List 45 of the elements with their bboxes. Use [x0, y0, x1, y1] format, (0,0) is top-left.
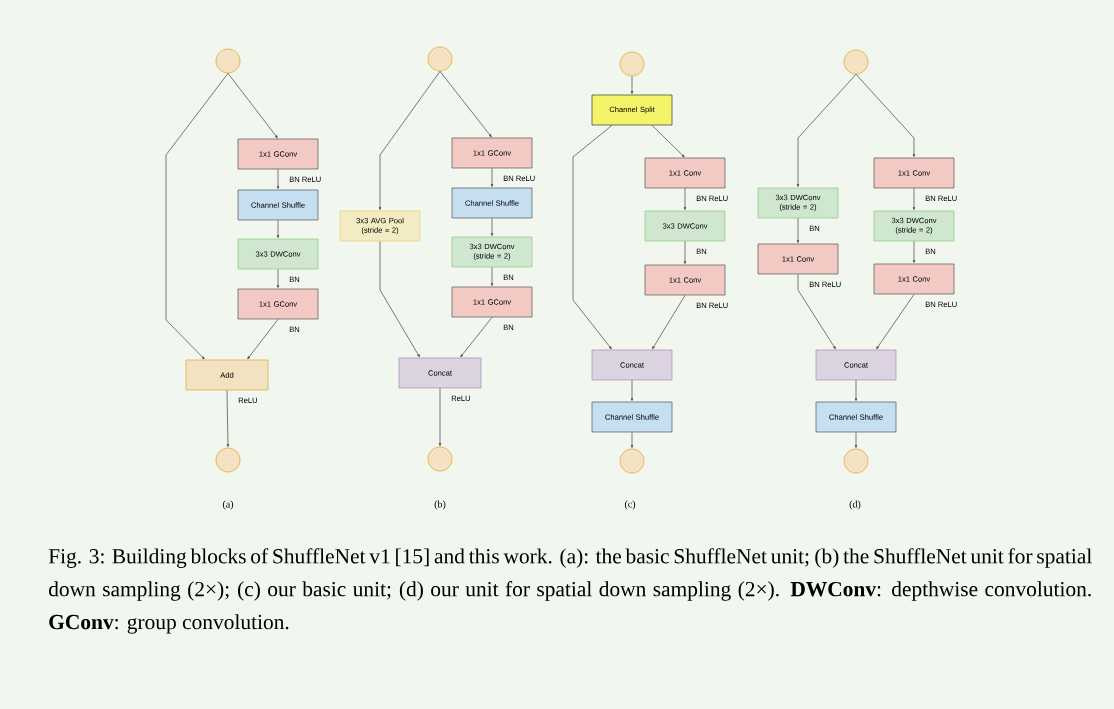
arrow	[854, 432, 858, 448]
circle-node	[427, 46, 453, 72]
caption: Fig. 3: Building blocks of ShuffleNet v1 [15] and this work. (a): the basic ShuffleNet unit; (b) the ShuffleNet unit for spatial down sampling (2×); (c) our basic unit; (d) our unit for spatial down sampling (2×). DWConv: depthwise convolution. GConv: group convolution.	[48, 548, 1092, 634]
panel-label: (b)	[434, 500, 446, 510]
arrow	[855, 74, 916, 157]
arrow	[439, 71, 492, 138]
arrow	[630, 76, 634, 94]
arrow	[490, 218, 494, 236]
arrow	[227, 73, 278, 139]
arrow	[854, 380, 858, 401]
arrow	[572, 125, 613, 350]
circle-node	[427, 446, 453, 472]
circle-node	[619, 51, 645, 77]
arrow	[683, 241, 687, 264]
arrow	[460, 317, 493, 358]
circle-node	[215, 48, 241, 74]
arrow	[276, 269, 280, 288]
arrow	[683, 188, 687, 210]
circle-node	[619, 448, 645, 474]
circle-node	[215, 447, 241, 473]
arrow	[651, 125, 685, 158]
arrow	[630, 432, 634, 448]
arrow	[276, 220, 280, 238]
arrow	[796, 74, 857, 187]
arrow	[876, 294, 915, 350]
arrow	[912, 188, 916, 210]
arrow	[652, 295, 686, 350]
arrow	[226, 390, 230, 447]
arrow	[797, 274, 836, 350]
panel-label: (c)	[624, 500, 636, 510]
arrow	[796, 218, 800, 243]
arrow	[165, 73, 229, 360]
arrow	[276, 169, 280, 189]
circle-node	[843, 448, 869, 474]
panel-label: (a)	[222, 500, 234, 510]
arrow	[912, 241, 916, 263]
arrow	[630, 380, 634, 401]
arrow	[490, 267, 494, 286]
arrow	[438, 388, 442, 446]
circle-node	[843, 49, 869, 75]
arrow	[379, 241, 420, 358]
arrow	[247, 319, 279, 360]
panel-label: (d)	[849, 500, 861, 510]
arrow	[378, 71, 441, 210]
arrow	[490, 168, 494, 187]
